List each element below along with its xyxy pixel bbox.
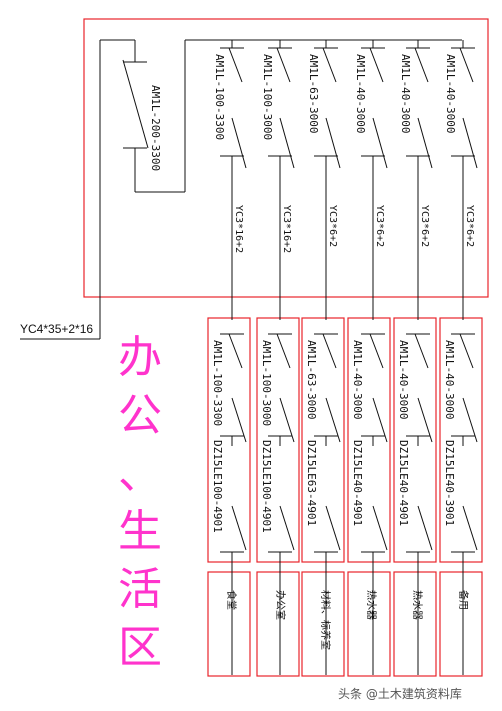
enclosure-frames: [83, 18, 489, 677]
box-breaker-4-contact: [369, 333, 384, 369]
box-breaker-6-contact: [459, 333, 474, 369]
box-breaker-3-label: AM1L-63-3000: [305, 340, 318, 419]
box-rcd-2-blade: [279, 505, 295, 551]
box-breaker-5-blade: [417, 397, 433, 443]
incoming-cable-label: YC4*35+2*16: [20, 322, 93, 336]
sub-box-3-frame: [301, 317, 345, 563]
circuit-4-cable-label: YC3*6+2: [374, 205, 385, 247]
panel-breaker-3-label: AM1L-63-3000: [307, 54, 320, 133]
circuit-2-cable-label: YC3*16+2: [281, 205, 292, 253]
load-5-frame: [393, 571, 437, 677]
box-rcd-4-label: DZ15LE40-4901: [351, 440, 364, 526]
panel-breaker-1-label: AM1L-100-3300: [213, 54, 226, 140]
panel-breaker-5-contact: [414, 47, 429, 83]
box-rcd-6-label: DZ15LE40-3901: [443, 440, 456, 526]
panel-breaker-4-label: AM1L-40-3000: [354, 54, 367, 133]
main-panel-frame: [83, 18, 489, 298]
box-breaker-6-label: AM1L-40-3000: [443, 340, 456, 419]
panel-breaker-3-blade: [325, 117, 341, 169]
box-rcd-3-blade: [325, 505, 341, 551]
load-2-frame: [256, 571, 300, 677]
load-2-label: 办公室: [274, 590, 287, 620]
panel-breaker-2-label: AM1L-100-3000: [261, 54, 274, 140]
load-1-frame: [207, 571, 251, 677]
circuit-1-cable-label: YC3*16+2: [233, 205, 244, 253]
sub-box-5-frame: [393, 317, 437, 563]
circuit-6-cable-label: YC3*6+2: [464, 205, 475, 247]
box-breaker-1-label: AM1L-100-3300: [211, 340, 224, 426]
sub-box-6-frame: [439, 317, 483, 563]
sub-box-2-frame: [256, 317, 300, 563]
load-1-label: 食堂: [225, 590, 238, 610]
zone-label-char-4: 生: [118, 506, 162, 557]
panel-breaker-6-contact: [459, 47, 474, 83]
box-breaker-2-contact: [276, 333, 291, 369]
main-breaker-label: AM1L-200-3300: [149, 85, 162, 171]
panel-breaker-5-label: AM1L-40-3000: [399, 54, 412, 133]
box-rcd-1-blade: [231, 505, 247, 551]
box-breaker-2-label: AM1L-100-3000: [260, 340, 273, 426]
panel-breaker-4-blade: [372, 117, 388, 169]
panel-breaker-6-label: AM1L-40-3000: [444, 54, 457, 133]
panel-breaker-1-blade: [231, 117, 247, 169]
box-rcd-5-label: DZ15LE40-4901: [397, 440, 410, 526]
box-breaker-5-label: AM1L-40-3000: [397, 340, 410, 419]
zone-label-char-2: 公: [118, 390, 162, 441]
panel-breaker-4-contact: [369, 47, 384, 83]
main-breaker-blade: [122, 59, 149, 149]
panel-breaker-1-contact: [228, 47, 243, 83]
box-breaker-5-contact: [414, 333, 429, 369]
load-3-label: 材料、标养室: [319, 590, 332, 650]
box-breaker-3-blade: [325, 397, 341, 443]
load-4-label: 热水器: [365, 590, 378, 620]
panel-breaker-2-blade: [279, 117, 295, 169]
watermark-text: 头条 @土木建筑资料库: [338, 686, 462, 701]
box-rcd-4-blade: [372, 505, 388, 551]
panel-breaker-5-blade: [417, 117, 433, 169]
panel-breaker-2-contact: [276, 47, 291, 83]
load-4-frame: [347, 571, 391, 677]
box-rcd-5-blade: [417, 505, 433, 551]
box-breaker-4-label: AM1L-40-3000: [351, 340, 364, 419]
box-rcd-3-label: DZ15LE63-4901: [305, 440, 318, 526]
panel-breaker-3-contact: [322, 47, 337, 83]
box-breaker-6-blade: [462, 397, 478, 443]
circuit-3-cable-label: YC3*6+2: [327, 205, 338, 247]
load-3-frame: [301, 571, 345, 677]
circuit-5-cable-label: YC3*6+2: [419, 205, 430, 247]
panel-breaker-6-blade: [462, 117, 478, 169]
zone-label-char-1: 办: [118, 332, 162, 383]
box-breaker-3-contact: [322, 333, 337, 369]
sub-box-1-frame: [207, 317, 251, 563]
sub-box-4-frame: [347, 317, 391, 563]
box-breaker-4-blade: [372, 397, 388, 443]
load-6-frame: [439, 571, 483, 677]
box-rcd-1-label: DZ15LE100-4901: [211, 440, 224, 533]
wiring: [20, 39, 478, 675]
zone-label-char-6: 区: [118, 622, 162, 673]
box-breaker-1-blade: [231, 397, 247, 443]
box-breaker-1-contact: [228, 333, 243, 369]
load-5-label: 热水器: [411, 590, 424, 620]
zone-label-char-5: 活: [118, 564, 162, 615]
load-6-label: 备用: [457, 590, 470, 610]
zone-label-char-3: 、: [118, 448, 162, 499]
box-rcd-6-blade: [462, 505, 478, 551]
box-rcd-2-label: DZ15LE100-4901: [260, 440, 273, 533]
box-breaker-2-blade: [279, 397, 295, 443]
